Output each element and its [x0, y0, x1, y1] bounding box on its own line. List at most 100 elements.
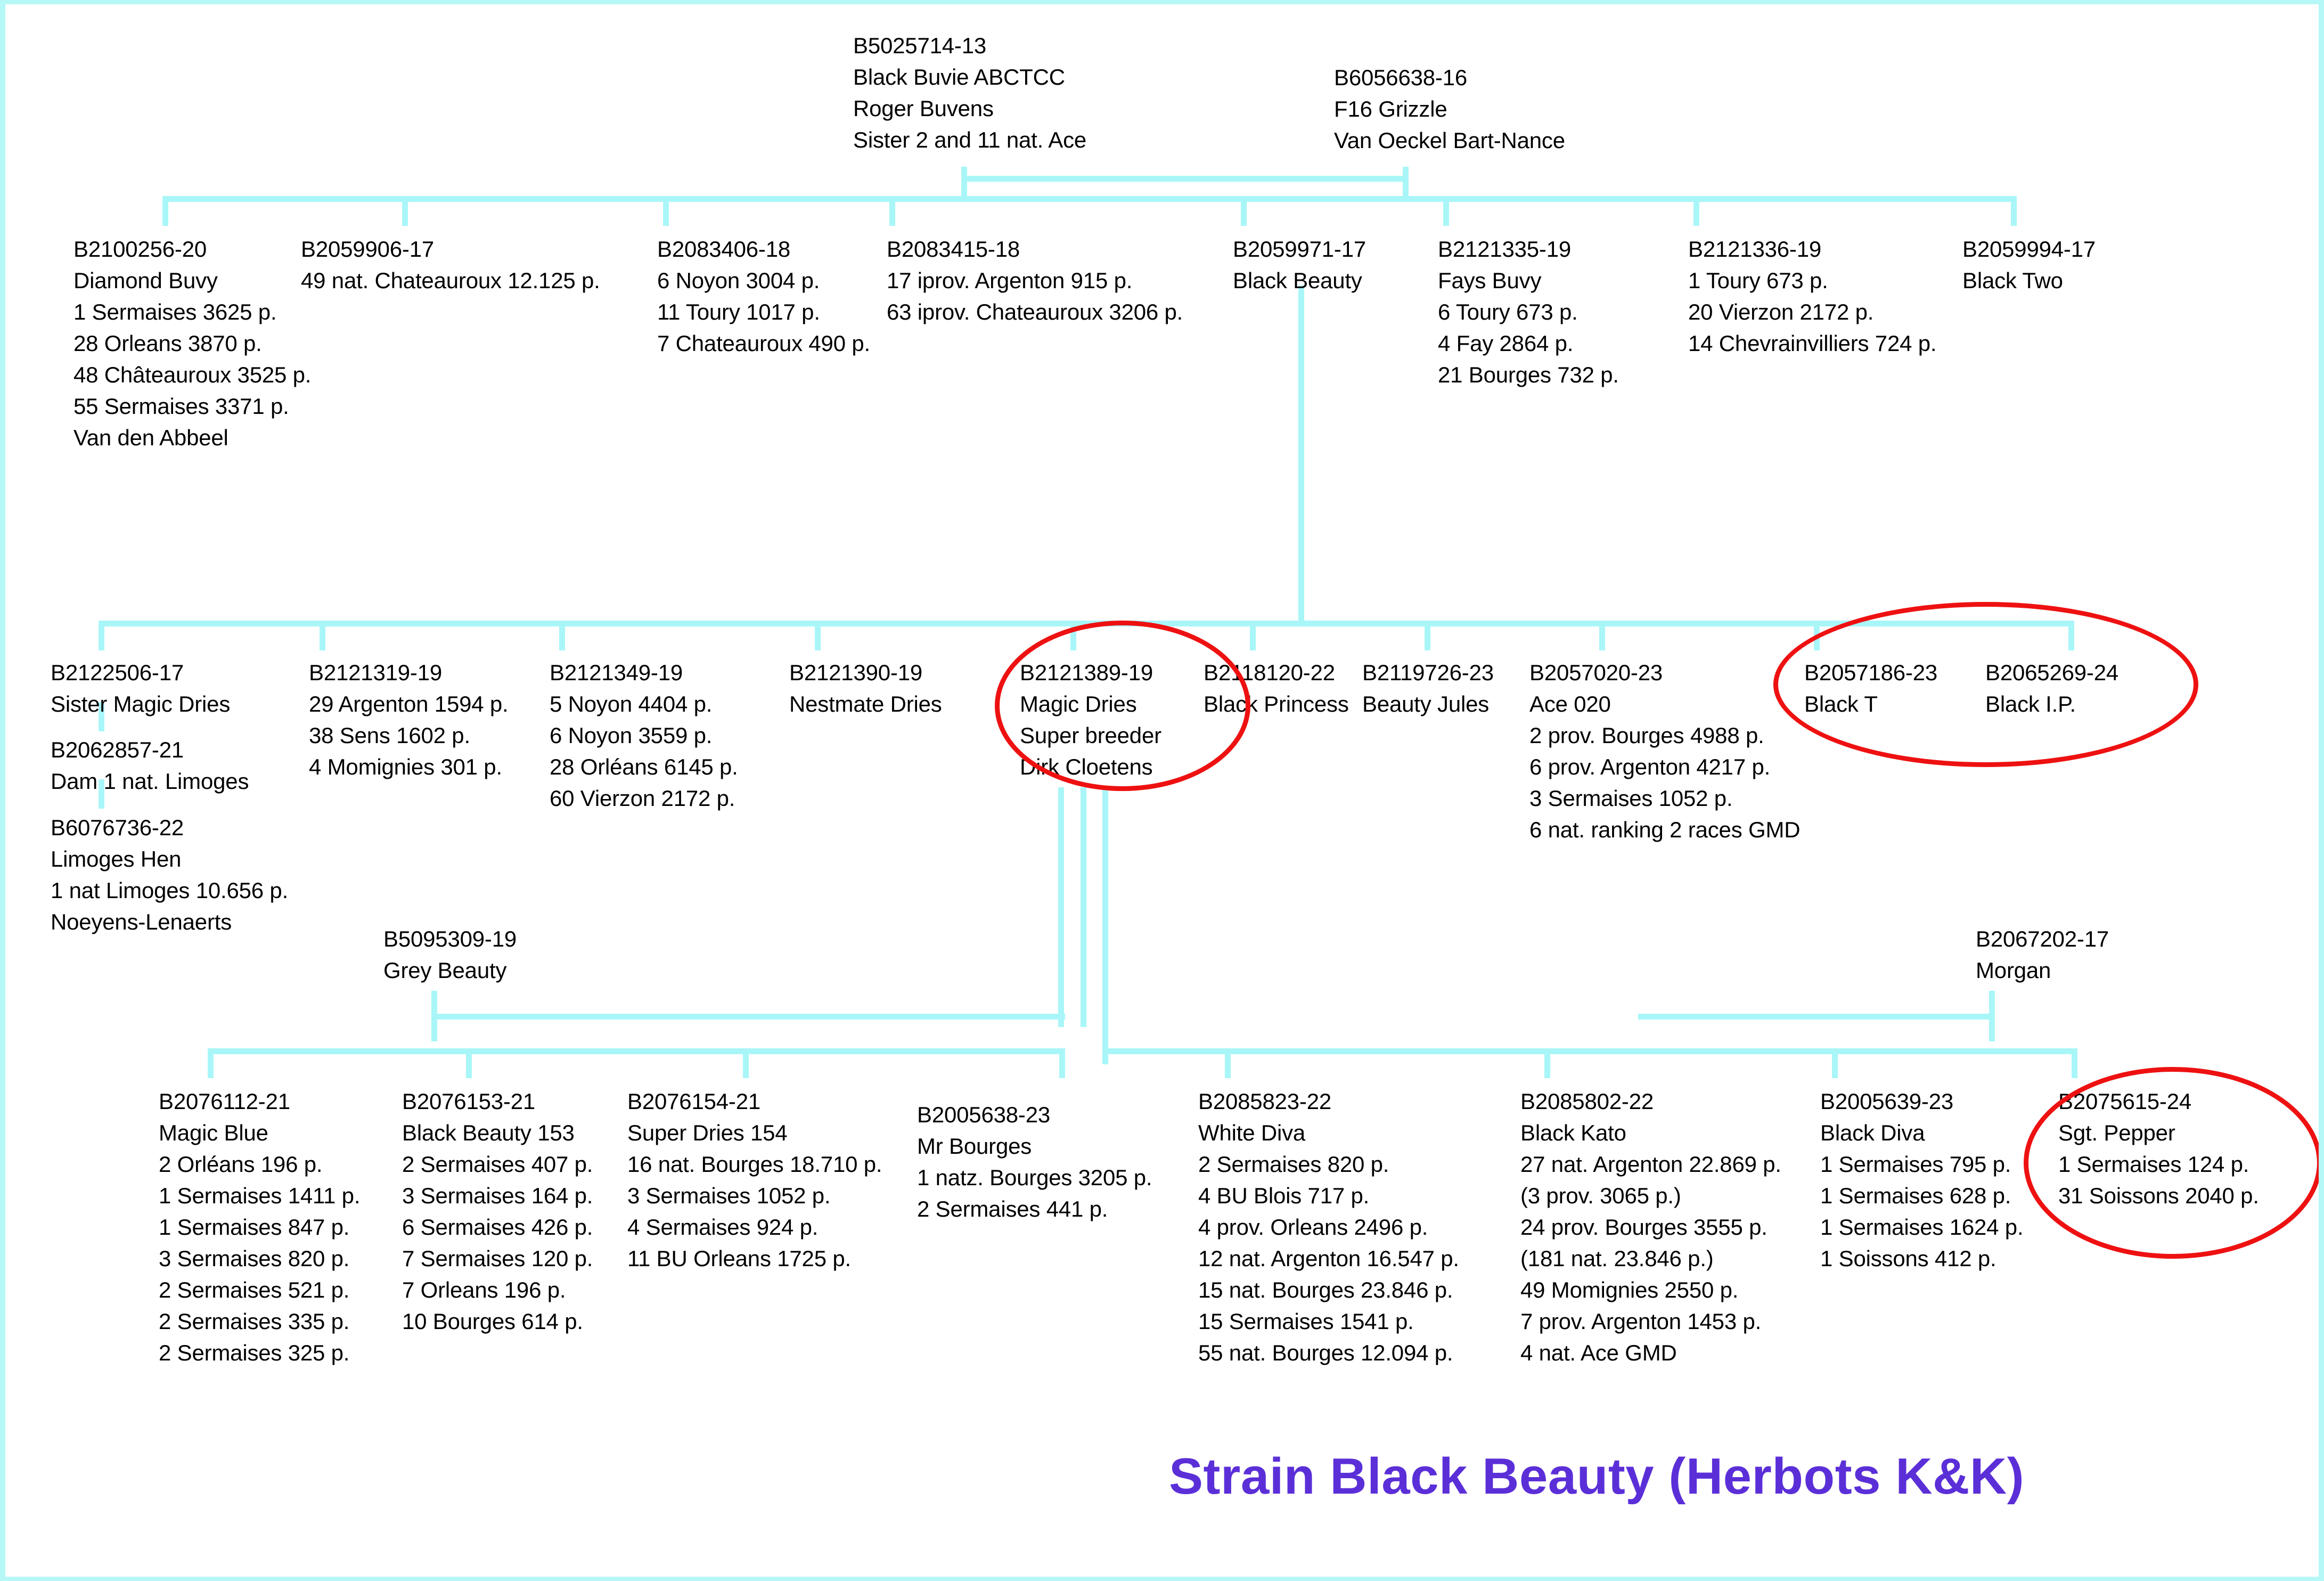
pedigree-node-b2076153-21[interactable]: B2076153-21 Black Beauty 153 2 Sermaises… — [402, 1086, 593, 1337]
connector-v-g3-4 — [815, 621, 821, 650]
pedigree-node-b2076112-21[interactable]: B2076112-21 Magic Blue 2 Orléans 196 p. … — [159, 1086, 361, 1368]
node-line: B5095309-19 — [383, 926, 517, 951]
connector-v-b4-7 — [1832, 1048, 1838, 1078]
node-line: Sister 2 and 11 nat. Ace — [853, 127, 1087, 152]
node-line: 55 nat. Bourges 12.094 p. — [1198, 1340, 1453, 1365]
pedigree-node-b2065269-24[interactable]: B2065269-24 Black I.P. — [1985, 657, 2118, 720]
node-line: Noeyens-Lenaerts — [51, 909, 232, 934]
pedigree-node-b2085802-22[interactable]: B2085802-22 Black Kato 27 nat. Argenton … — [1520, 1086, 1781, 1368]
connector-v-g3-3 — [559, 621, 565, 650]
node-line: B6056638-16 — [1334, 65, 1468, 90]
pedigree-node-b6076736-22[interactable]: B6076736-22 Limoges Hen 1 nat Limoges 10… — [51, 812, 288, 938]
connector-h-bottom-left-upper — [431, 1014, 1065, 1020]
pedigree-node-b2083406-18[interactable]: B2083406-18 6 Noyon 3004 p. 11 Toury 101… — [657, 233, 870, 359]
node-line: B2059906-17 — [301, 237, 435, 262]
pedigree-node-b2057186-23[interactable]: B2057186-23 Black T — [1804, 657, 1937, 720]
node-line: B2059994-17 — [1962, 237, 2096, 262]
node-line: 7 Orleans 196 p. — [402, 1277, 566, 1302]
connector-v-g2-3 — [663, 196, 669, 226]
pedigree-node-b5095309-19[interactable]: B5095309-19 Grey Beauty — [383, 923, 517, 986]
pedigree-node-b2075615-24[interactable]: B2075615-24 Sgt. Pepper 1 Sermaises 124 … — [2058, 1086, 2259, 1211]
connector-v-g3-8 — [1599, 621, 1605, 650]
pedigree-node-b2067202-17[interactable]: B2067202-17 Morgan — [1976, 923, 2109, 986]
node-line: 21 Bourges 732 p. — [1438, 362, 1619, 387]
node-line: 3 Sermaises 1052 p. — [1529, 786, 1733, 811]
pedigree-node-b2100256-20[interactable]: B2100256-20 Diamond Buvy 1 Sermaises 362… — [73, 233, 311, 453]
node-line: 49 Momignies 2550 p. — [1520, 1277, 1739, 1302]
pedigree-node-b2059906-17[interactable]: B2059906-17 49 nat. Chateauroux 12.125 p… — [301, 233, 600, 296]
connector-v-g2-5 — [1241, 196, 1247, 226]
node-line: 29 Argenton 1594 p. — [309, 691, 509, 716]
pedigree-node-b2118120-22[interactable]: B2118120-22 Black Princess — [1204, 657, 1349, 720]
node-line: Magic Blue — [159, 1120, 268, 1145]
node-line: 2 Sermaises 521 p. — [159, 1277, 350, 1302]
node-line: 6 nat. ranking 2 races GMD — [1529, 817, 1801, 842]
connector-v-g2-6 — [1443, 196, 1449, 226]
pedigree-node-b2121349-19[interactable]: B2121349-19 5 Noyon 4404 p. 6 Noyon 3559… — [550, 657, 738, 814]
node-line: B2005638-23 — [917, 1102, 1051, 1127]
pedigree-node-b2121336-19[interactable]: B2121336-19 1 Toury 673 p. 20 Vierzon 21… — [1688, 233, 1937, 359]
pedigree-node-b2085823-22[interactable]: B2085823-22 White Diva 2 Sermaises 820 p… — [1198, 1086, 1459, 1368]
pedigree-node-b2076154-21[interactable]: B2076154-21 Super Dries 154 16 nat. Bour… — [627, 1086, 882, 1274]
node-line: 3 Sermaises 164 p. — [402, 1183, 593, 1208]
node-line: 31 Soissons 2040 p. — [2058, 1183, 2259, 1208]
node-line: 4 nat. Ace GMD — [1520, 1340, 1677, 1365]
connector-v-b4-4 — [1059, 1048, 1065, 1078]
connector-v-b4-3 — [743, 1048, 749, 1078]
pedigree-node-b2005639-23[interactable]: B2005639-23 Black Diva 1 Sermaises 795 p… — [1820, 1086, 2024, 1274]
node-line: 6 Noyon 3559 p. — [550, 723, 713, 748]
connector-h-g1-pair — [961, 176, 1409, 182]
node-line: Black Two — [1962, 268, 2063, 293]
connector-v-g2-1 — [162, 196, 168, 226]
pedigree-node-b2121335-19[interactable]: B2121335-19 Fays Buvy 6 Toury 673 p. 4 F… — [1438, 233, 1619, 390]
connector-v-b4-5 — [1225, 1048, 1231, 1078]
pedigree-node-b2121390-19[interactable]: B2121390-19 Nestmate Dries — [789, 657, 942, 720]
node-line: B2005639-23 — [1820, 1089, 1954, 1114]
node-line: B2059971-17 — [1233, 237, 1366, 262]
node-line: 1 Sermaises 1624 p. — [1820, 1215, 2024, 1240]
node-line: Super Dries 154 — [627, 1120, 788, 1145]
pedigree-node-b2059971-17[interactable]: B2059971-17 Black Beauty — [1233, 233, 1366, 296]
connector-v-g3-7 — [1425, 621, 1430, 650]
connector-v-magicdries-a — [1058, 787, 1064, 1027]
connector-v-sistermagic-chain1 — [99, 702, 104, 731]
pedigree-node-b2121389-19[interactable]: B2121389-19 Magic Dries Super breeder Di… — [1020, 657, 1161, 783]
connector-v-g3-6 — [1250, 621, 1256, 650]
pedigree-node-b2005638-23[interactable]: B2005638-23 Mr Bourges 1 natz. Bourges 3… — [917, 1099, 1152, 1225]
pedigree-node-b2122506-17[interactable]: B2122506-17 Sister Magic Dries — [51, 657, 230, 720]
node-line: B5025714-13 — [853, 33, 987, 58]
node-line: 5 Noyon 4404 p. — [550, 691, 713, 716]
pedigree-node-b2119726-23[interactable]: B2119726-23 Beauty Jules — [1362, 657, 1494, 720]
node-line: Black Princess — [1204, 691, 1349, 716]
connector-h-gen3-bus — [99, 621, 2074, 626]
node-line: 24 prov. Bourges 3555 p. — [1520, 1215, 1767, 1240]
node-line: Black Diva — [1820, 1120, 1925, 1145]
node-line: 2 Sermaises 325 p. — [159, 1340, 350, 1365]
pedigree-node-b5025714-13[interactable]: B5025714-13 Black Buvie ABCTCC Roger Buv… — [853, 30, 1086, 156]
pedigree-node-b2062857-21[interactable]: B2062857-21 Dam 1 nat. Limoges — [51, 734, 249, 797]
connector-v-b4-2 — [466, 1048, 472, 1078]
node-line: B2121349-19 — [550, 660, 683, 685]
pedigree-node-b2059994-17[interactable]: B2059994-17 Black Two — [1962, 233, 2096, 296]
node-line: Van den Abbeel — [73, 425, 228, 450]
connector-v-g2-4 — [889, 196, 895, 226]
pedigree-node-b2121319-19[interactable]: B2121319-19 29 Argenton 1594 p. 38 Sens … — [309, 657, 509, 783]
node-line: 10 Bourges 614 p. — [402, 1309, 583, 1334]
node-line: 15 Sermaises 1541 p. — [1198, 1309, 1414, 1334]
connector-v-blackbeauty-down — [1298, 286, 1304, 624]
pedigree-node-b2083415-18[interactable]: B2083415-18 17 iprov. Argenton 915 p. 63… — [887, 233, 1183, 328]
node-line: 1 Sermaises 124 p. — [2058, 1152, 2249, 1177]
node-line: Mr Bourges — [917, 1134, 1032, 1159]
node-line: Beauty Jules — [1362, 691, 1490, 716]
node-line: Fays Buvy — [1438, 268, 1542, 293]
connector-v-magicdries-b — [1081, 787, 1086, 1027]
pedigree-node-b2057020-23[interactable]: B2057020-23 Ace 020 2 prov. Bourges 4988… — [1529, 657, 1801, 845]
node-line: Grey Beauty — [383, 958, 507, 983]
node-line: 1 Sermaises 1411 p. — [159, 1183, 361, 1208]
node-line: Dirk Cloetens — [1020, 754, 1153, 779]
node-line: B2100256-20 — [73, 237, 207, 262]
node-line: B6076736-22 — [51, 815, 184, 840]
node-line: 4 prov. Orleans 2496 p. — [1198, 1215, 1428, 1240]
pedigree-node-b6056638-16[interactable]: B6056638-16 F16 Grizzle Van Oeckel Bart-… — [1334, 62, 1565, 156]
node-line: Black Buvie ABCTCC — [853, 64, 1065, 89]
